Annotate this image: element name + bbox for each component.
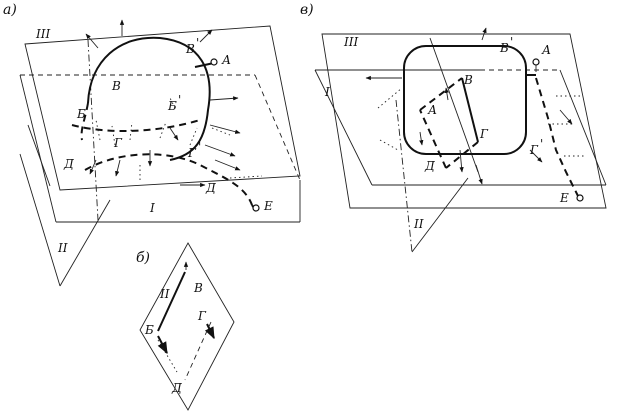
label-plane-ii-b: II xyxy=(159,287,170,301)
segment-b-g-v xyxy=(461,77,479,143)
loop-bottom-dashed xyxy=(84,153,253,206)
label-plane-iii-v: III xyxy=(343,35,358,49)
loop-mid-dashed xyxy=(71,119,201,133)
label-point-g1-prime-a: ' xyxy=(198,140,201,154)
segment-a-b-v xyxy=(419,77,463,111)
plane-iii xyxy=(24,25,301,191)
label-point-d-a: Д xyxy=(63,157,74,171)
label-point-g1-v: Г xyxy=(529,143,539,157)
panel-v: в) xyxy=(300,2,607,253)
field-arrows-v xyxy=(365,27,586,185)
panel-v-label: в) xyxy=(300,2,314,18)
loop-top-solid xyxy=(87,36,211,161)
label-point-b1-a: В xyxy=(185,42,195,56)
label-point-e-v: Е xyxy=(559,191,569,205)
plane-ii-v-right xyxy=(429,37,479,173)
label-point-b1-prime-a: ' xyxy=(196,36,199,50)
label-point-a-a: А xyxy=(221,53,231,67)
plane-ii-left-edge xyxy=(19,153,61,287)
plane-ii-top-edge xyxy=(87,39,99,221)
plane-ii-bottom-edge xyxy=(59,199,111,287)
segment-g-d xyxy=(184,321,212,381)
terminal-e xyxy=(252,204,260,212)
segment-g-d-v xyxy=(445,141,479,169)
plane-i-v-left xyxy=(314,69,373,186)
label-point-g1-prime-v: ' xyxy=(540,137,543,151)
plane-iii-v xyxy=(321,33,607,209)
plane-ii-inner-edge xyxy=(27,124,51,187)
label-plane-iii-a: III xyxy=(35,27,50,41)
plane-i-v-right xyxy=(559,69,607,186)
plane-i-left-edge xyxy=(19,74,57,223)
label-point-bsoft1-a: Б xyxy=(167,99,177,113)
label-point-d-v: Д xyxy=(424,159,435,173)
lead-e-v xyxy=(535,77,579,197)
label-point-a1-v: А xyxy=(427,103,437,117)
segment-b-bsoft xyxy=(157,271,186,332)
loop-left-dashed xyxy=(80,102,89,141)
label-point-g1-a: Г xyxy=(187,146,197,160)
label-point-g-v: Г xyxy=(479,127,489,141)
label-plane-ii-v: II xyxy=(413,217,424,231)
label-point-b-a: В xyxy=(111,79,121,93)
label-point-g-a: Г xyxy=(113,136,123,150)
label-point-g-b: Г xyxy=(197,309,207,323)
arrow-bsoft-down xyxy=(157,335,168,355)
label-plane-i-a: I xyxy=(149,201,155,215)
label-plane-ii-a: II xyxy=(57,241,68,255)
plane-ii-v-bottom xyxy=(411,177,469,253)
label-point-b1-v: В xyxy=(499,41,509,55)
plane-ii-v-left xyxy=(395,99,413,253)
label-point-bsoft1-prime-a: ' xyxy=(178,93,181,107)
label-plane-i-v: I xyxy=(324,85,330,99)
label-point-b-v: В xyxy=(463,73,473,87)
field-arrows-a xyxy=(85,19,263,188)
terminal-a xyxy=(210,58,218,66)
label-point-a-v: А xyxy=(541,43,551,57)
arrow-g-down xyxy=(204,323,215,340)
panel-b-label: б) xyxy=(136,250,150,266)
label-point-b1-prime-v: ' xyxy=(510,35,513,49)
label-point-bsoft-b: Б xyxy=(144,323,154,337)
label-point-d1-a: Д xyxy=(205,181,216,195)
loop-rect-v xyxy=(403,45,527,155)
panel-a: а) xyxy=(3,2,301,287)
panel-b: б) II В Б Г Д xyxy=(136,242,235,411)
panel-a-label: а) xyxy=(3,2,17,18)
segment-d-a-v xyxy=(419,109,447,169)
terminal-e-v xyxy=(576,194,584,202)
plane-i-back-right xyxy=(254,74,301,181)
label-point-d-b: Д xyxy=(171,381,182,395)
label-point-bsoft-a: Б xyxy=(76,107,86,121)
label-point-b-b: В xyxy=(193,281,203,295)
plane-ii-b xyxy=(139,242,235,411)
terminal-a-v xyxy=(532,58,540,66)
label-point-e-a: Е xyxy=(263,199,273,213)
